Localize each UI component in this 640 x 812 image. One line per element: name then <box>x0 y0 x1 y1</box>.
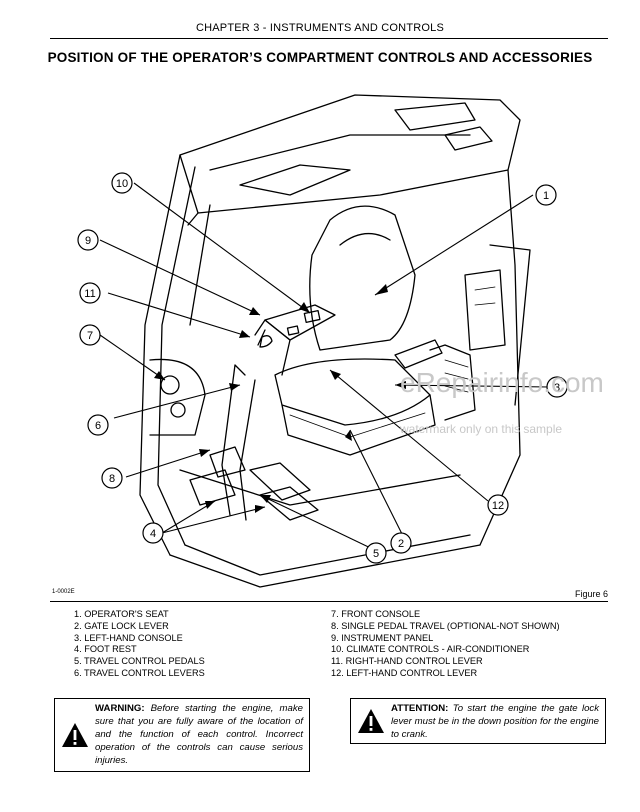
warning-body: Before starting the engine, make sure th… <box>95 703 303 766</box>
callout-2: 2 <box>398 538 404 550</box>
legend-item: 6. TRAVEL CONTROL LEVERS <box>74 667 205 678</box>
header-rule <box>50 38 608 39</box>
attention-box: ATTENTION: To start the engine the gate … <box>350 698 606 744</box>
legend-right: 7. FRONT CONSOLE 8. SINGLE PEDAL TRAVEL … <box>331 609 560 680</box>
callout-circle-8 <box>101 467 123 489</box>
callout-circle-11 <box>79 282 101 304</box>
warning-icon <box>358 709 384 733</box>
legend-item: 4. FOOT REST <box>74 644 137 655</box>
callout-4: 4 <box>150 528 156 540</box>
legend-item: 2. GATE LOCK LEVER <box>74 620 169 631</box>
legend-item: 10. CLIMATE CONTROLS - AIR-CONDITIONER <box>331 644 530 655</box>
warning-label: WARNING: <box>95 703 145 714</box>
legend-item: 3. LEFT-HAND CONSOLE <box>74 632 183 643</box>
legend-item: 11. RIGHT-HAND CONTROL LEVER <box>331 656 483 667</box>
callout-1: 1 <box>543 190 549 202</box>
legend-item: 9. INSTRUMENT PANEL <box>331 632 434 643</box>
callout-12: 12 <box>492 500 504 512</box>
callout-circle-1 <box>535 184 557 206</box>
callout-11: 11 <box>84 288 95 300</box>
callout-circle-6 <box>87 414 109 436</box>
warning-text: WARNING: Before starting the engine, mak… <box>95 702 303 767</box>
figure-rule <box>50 601 608 602</box>
callout-9: 9 <box>85 235 91 247</box>
callout-3: 3 <box>554 382 560 394</box>
legend-item: 1. OPERATOR'S SEAT <box>74 609 169 619</box>
legend-item: 7. FRONT CONSOLE <box>331 609 421 619</box>
watermark-site: eRepairinfo.com <box>400 367 604 398</box>
attention-label: ATTENTION: <box>391 703 449 714</box>
callout-circle-5 <box>365 542 387 564</box>
callout-6: 6 <box>95 420 101 432</box>
callout-10: 10 <box>116 178 128 190</box>
callout-8: 8 <box>109 473 115 485</box>
callout-circle-9 <box>77 229 99 251</box>
chapter-header: CHAPTER 3 - INSTRUMENTS AND CONTROLS <box>195 22 444 34</box>
callout-7: 7 <box>87 330 93 342</box>
callout-circle-12 <box>487 494 509 516</box>
callout-circle-10 <box>111 172 133 194</box>
callout-circle-2 <box>390 532 412 554</box>
attention-text: ATTENTION: To start the engine the gate … <box>391 702 599 741</box>
figure-code: 1-0002E <box>52 589 75 595</box>
callout-circle-3 <box>546 376 568 398</box>
legend-item: 5. TRAVEL CONTROL PEDALS <box>74 656 205 667</box>
callout-circle-4 <box>142 522 164 544</box>
callout-5: 5 <box>373 548 379 560</box>
watermark-note: watermark only on this sample <box>400 422 563 436</box>
legend-item: 8. SINGLE PEDAL TRAVEL (OPTIONAL-NOT SHO… <box>331 620 560 631</box>
cab-illustration: 1 10 9 11 7 6 8 3 12 2 5 4 <box>77 94 568 588</box>
legend-item: 12. LEFT-HAND CONTROL LEVER <box>331 667 478 678</box>
legend-left: 1. OPERATOR'S SEAT 2. GATE LOCK LEVER 3.… <box>74 609 205 680</box>
figure-label: Figure 6 <box>574 589 608 599</box>
page-title: POSITION OF THE OPERATOR’S COMPARTMENT C… <box>47 50 593 65</box>
warning-icon <box>62 723 88 747</box>
callout-circle-7 <box>79 324 101 346</box>
attention-body: To start the engine the gate lock lever … <box>391 703 600 740</box>
warning-box: WARNING: Before starting the engine, mak… <box>54 698 310 772</box>
